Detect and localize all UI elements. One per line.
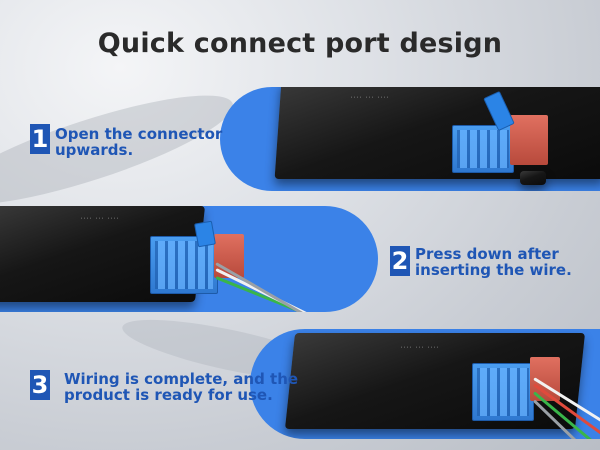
step-1-image-panel: ···· ··· ···· — [220, 87, 600, 191]
step-2-text: Press down after inserting the wire. — [415, 246, 572, 278]
step-3-number-badge: 3 — [30, 370, 50, 400]
step-3-text: Wiring is complete, and the product is r… — [64, 371, 298, 403]
page-title: Quick connect port design — [97, 28, 503, 59]
step-2-text-line: inserting the wire. — [415, 261, 572, 279]
blue-connector — [452, 125, 514, 173]
step-3-text-line: Wiring is complete, and the — [64, 370, 299, 388]
red-connector — [510, 115, 548, 165]
device-label-print: ···· ··· ···· — [80, 216, 120, 222]
led-driver-device — [274, 87, 600, 179]
step-2-image-panel: ···· ··· ···· — [0, 206, 378, 312]
device-label-print: ···· ··· ···· — [400, 345, 440, 351]
step-1-text-line: Open the connector — [55, 125, 223, 143]
step-3-image-panel: ···· ··· ···· — [250, 329, 600, 439]
step-1-text-line: upwards. — [55, 141, 134, 159]
closed-lever — [194, 220, 216, 248]
device-label-print: ···· ··· ···· — [350, 95, 390, 101]
step-1-number-badge: 1 — [30, 124, 50, 154]
step-2-text-line: Press down after — [415, 245, 559, 263]
step-3-text-line: product is ready for use. — [64, 386, 273, 404]
blue-connector — [472, 363, 534, 421]
step-1-text: Open the connector upwards. — [55, 126, 222, 158]
step-2-number-badge: 2 — [390, 246, 410, 276]
mounting-foot — [520, 171, 546, 185]
